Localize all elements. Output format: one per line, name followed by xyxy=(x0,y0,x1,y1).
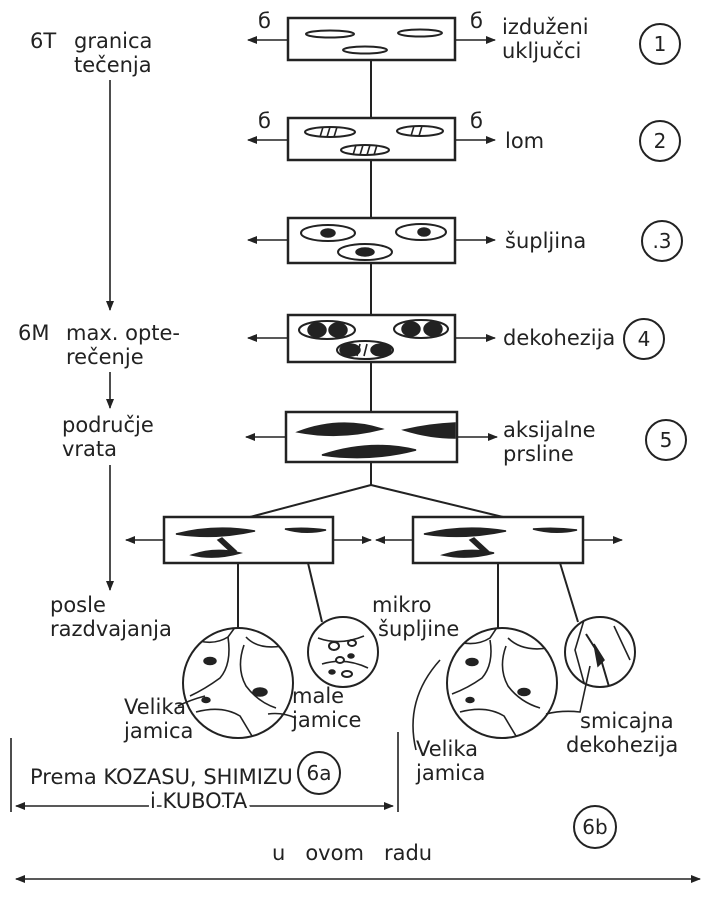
decohesion-void xyxy=(337,341,393,359)
stage-2-number: 2 xyxy=(654,129,667,153)
max-load-label-line2: rečenje xyxy=(66,345,144,369)
after-separation-label-line2: razdvajanja xyxy=(50,617,172,641)
range-kozasu-label-line2: i KUBOTA xyxy=(150,789,248,813)
cracked-inclusion xyxy=(397,126,443,136)
stage-2: б б lom 2 xyxy=(248,109,680,161)
yield-label-line1: granica xyxy=(74,29,152,53)
stage-5-label-line1: aksijalne xyxy=(503,418,596,442)
left-axis: 6T granica tečenja 6M max. opte- rečenje… xyxy=(18,29,180,641)
stage-5-label-line2: prsline xyxy=(503,442,574,466)
stage-4: dekohezija 4 xyxy=(248,315,664,362)
branch-6a: Velika jamica male jamice 6a xyxy=(123,517,378,794)
stage-5: aksijalne prsline 5 xyxy=(246,412,686,466)
neck-label-line1: područje xyxy=(62,413,154,437)
stage-3-number: .3 xyxy=(652,229,671,253)
branch-6a-number: 6a xyxy=(307,761,332,785)
cracked-inclusion xyxy=(341,145,389,155)
range-this-work-label: u ovom radu xyxy=(272,841,432,865)
after-separation-label-line1: posle xyxy=(50,593,106,617)
large-view-circle-6b xyxy=(447,628,557,738)
stage-1: б б izduženi uključci 1 xyxy=(248,9,680,64)
void xyxy=(301,225,355,241)
branch-line-a xyxy=(250,485,371,517)
6a-large-dimple-label-line2: jamica xyxy=(123,719,193,743)
branch-6b-number: 6b xyxy=(582,815,607,839)
stage-4-number: 4 xyxy=(638,327,651,351)
stage-4-label: dekohezija xyxy=(503,326,615,350)
stage-3-label: šupljina xyxy=(505,229,586,253)
stage-3: šupljina .3 xyxy=(248,218,682,263)
void xyxy=(338,244,392,260)
void xyxy=(396,224,446,240)
large-view-circle-6a xyxy=(183,628,293,738)
inclusion xyxy=(398,30,442,37)
inclusion xyxy=(306,31,354,38)
decohesion-void xyxy=(299,321,355,339)
stress-symbol-right: б xyxy=(470,109,483,133)
max-load-label-line1: max. opte- xyxy=(66,321,180,345)
decohesion-void xyxy=(394,320,448,338)
6b-shear-label-line2: dekohezija xyxy=(566,733,678,757)
range-this-work: u ovom radu xyxy=(16,841,700,879)
6b-large-dimple-label-line2: jamica xyxy=(415,761,485,785)
6a-small-dimples-label-line2: jamice xyxy=(291,708,361,732)
6a-leader-2 xyxy=(308,563,322,622)
cracked-inclusion xyxy=(305,127,355,137)
6a-small-dimples-label-line1: male xyxy=(292,684,344,708)
stage-1-label-line1: izduženi xyxy=(502,15,589,39)
large-fracture-view-6a xyxy=(190,626,282,736)
branch-6b-specimen xyxy=(413,517,583,563)
large-fracture-view-6b xyxy=(452,626,548,736)
6b-micro-voids-label-line1: mikro xyxy=(372,593,431,617)
stage-1-label-line2: uključci xyxy=(502,39,581,63)
small-fracture-view-6a xyxy=(318,636,368,677)
6b-micro-voids-label-line2: šupljine xyxy=(378,617,459,641)
yield-label-line2: tečenja xyxy=(74,53,152,77)
stress-symbol-left: б xyxy=(258,9,271,33)
branch-line-b xyxy=(371,485,503,517)
stress-symbol-right: б xyxy=(470,9,483,33)
stage-1-number: 1 xyxy=(654,32,667,56)
6b-shear-label-line1: smicajna xyxy=(580,709,674,733)
branch-6a-specimen xyxy=(164,517,333,563)
stage-2-label: lom xyxy=(505,129,544,153)
branch-6b: mikro šupljine Velika jamica smicajna de… xyxy=(372,517,678,848)
neck-label-line2: vrata xyxy=(62,437,117,461)
6a-large-dimple-label-line1: Velika xyxy=(124,695,186,719)
stage-5-number: 5 xyxy=(660,428,673,452)
range-kozasu-label-line1: Prema KOZASU, SHIMIZU xyxy=(30,765,293,789)
sigma-t-symbol: 6T xyxy=(30,29,56,53)
6b-large-dimple-label-line1: Velika xyxy=(416,737,478,761)
stress-symbol-left: б xyxy=(258,109,271,133)
6b-leader-2 xyxy=(560,563,578,622)
sigma-m-symbol: 6M xyxy=(18,321,49,345)
inclusion xyxy=(343,47,387,54)
